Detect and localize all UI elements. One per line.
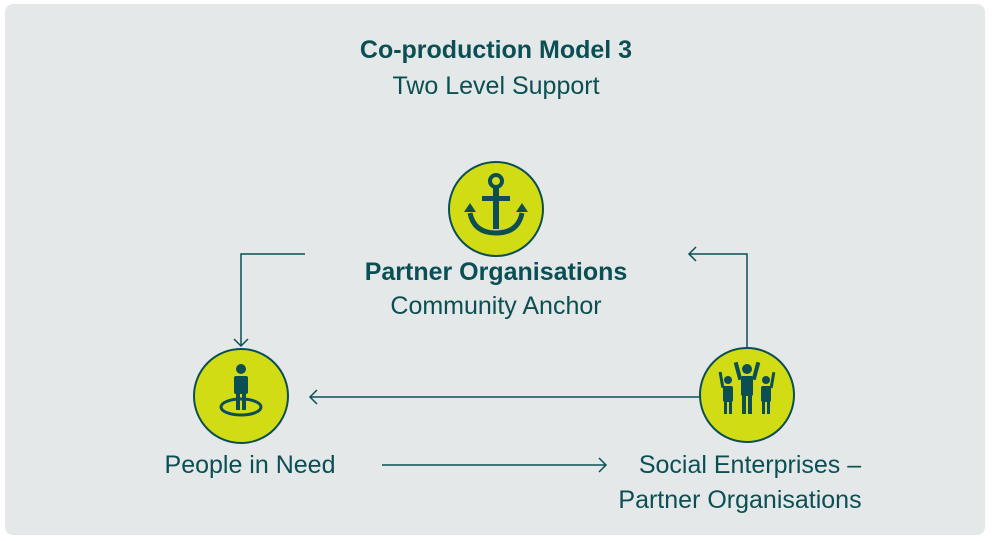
arrowhead-social-to-people: [308, 389, 318, 405]
arrowhead-people-to-social: [598, 457, 608, 473]
arrow-social-to-anchor: [689, 253, 748, 350]
social-node-label-line2: Partner Organisations: [618, 486, 862, 514]
social-node-label-line1: Social Enterprises –: [638, 451, 862, 479]
anchor-node-title: Partner Organisations: [364, 258, 628, 286]
arrow-anchor-to-people: [240, 253, 305, 346]
anchor-icon: [464, 173, 528, 236]
arrowhead-anchor-to-people: [233, 338, 249, 348]
anchor-node: [448, 161, 544, 257]
people-node-label: People in Need: [164, 451, 336, 479]
diagram-panel: [5, 4, 985, 535]
diagram-title: Co-production Model 3: [359, 36, 633, 64]
social-enterprises-node: [699, 347, 795, 443]
diagram-subtitle: Two Level Support: [392, 72, 600, 100]
anchor-node-subtitle: Community Anchor: [390, 292, 602, 320]
person-in-circle-icon: [219, 364, 263, 417]
people-node: [193, 348, 289, 444]
group-icon: [718, 361, 776, 414]
arrowhead-social-to-anchor: [687, 246, 697, 262]
